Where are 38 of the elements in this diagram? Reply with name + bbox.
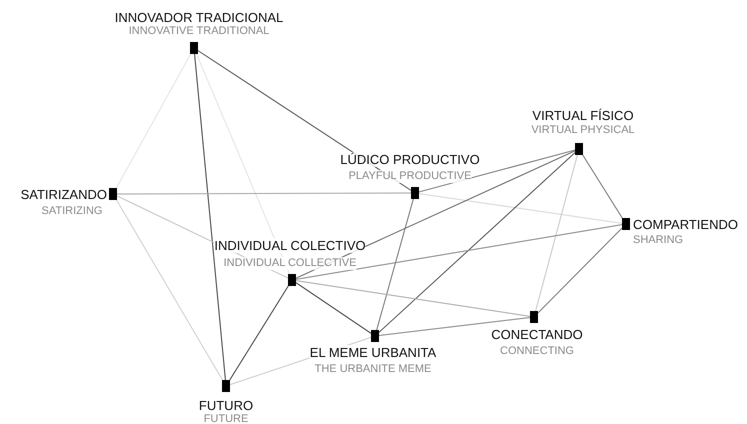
connector-line: [196, 54, 290, 274]
node-title: CONECTANDO: [491, 327, 583, 342]
node-subtitle: PLAYFUL PRODUCTIVE: [348, 170, 472, 183]
connector-line: [296, 280, 530, 317]
node-title: COMPARTIENDO: [633, 217, 738, 232]
connector-line: [378, 316, 530, 336]
connector-line: [116, 54, 192, 188]
node-marker: [288, 274, 296, 286]
connector-line: [538, 228, 622, 314]
node-title: EL MEME URBANITA: [310, 345, 436, 360]
node-title: LÚDICO PRODUCTIVO: [340, 152, 480, 167]
node-marker: [530, 311, 538, 323]
connector-line: [116, 200, 223, 380]
node-marker: [190, 42, 198, 54]
node-marker: [222, 380, 230, 392]
node-title: INNOVADOR TRADICIONAL: [114, 10, 284, 25]
connector-line: [582, 154, 623, 218]
connector-line: [418, 193, 622, 224]
node-marker: [622, 218, 630, 230]
node-title: VIRTUAL FÍSICO: [532, 108, 634, 123]
node-title: FUTURO: [198, 398, 254, 413]
node-subtitle: INDIVIDUAL COLLECTIVE: [224, 257, 356, 270]
node-marker: [109, 188, 117, 200]
node-marker: [411, 187, 419, 199]
node-title: SATIRIZANDO: [20, 187, 107, 202]
connector-line: [296, 224, 622, 280]
connector-line: [418, 150, 576, 192]
connector-line: [116, 192, 412, 194]
node-title: INDIVIDUAL COLECTIVO: [214, 238, 366, 253]
connector-line: [296, 282, 372, 334]
node-subtitle: FUTURE: [204, 413, 248, 424]
node-marker: [371, 330, 379, 342]
connector-line: [378, 152, 576, 333]
connector-line: [229, 286, 289, 380]
node-marker: [575, 143, 583, 155]
connector-line: [194, 54, 226, 380]
connector-line: [376, 198, 414, 330]
connector-line: [535, 154, 578, 312]
